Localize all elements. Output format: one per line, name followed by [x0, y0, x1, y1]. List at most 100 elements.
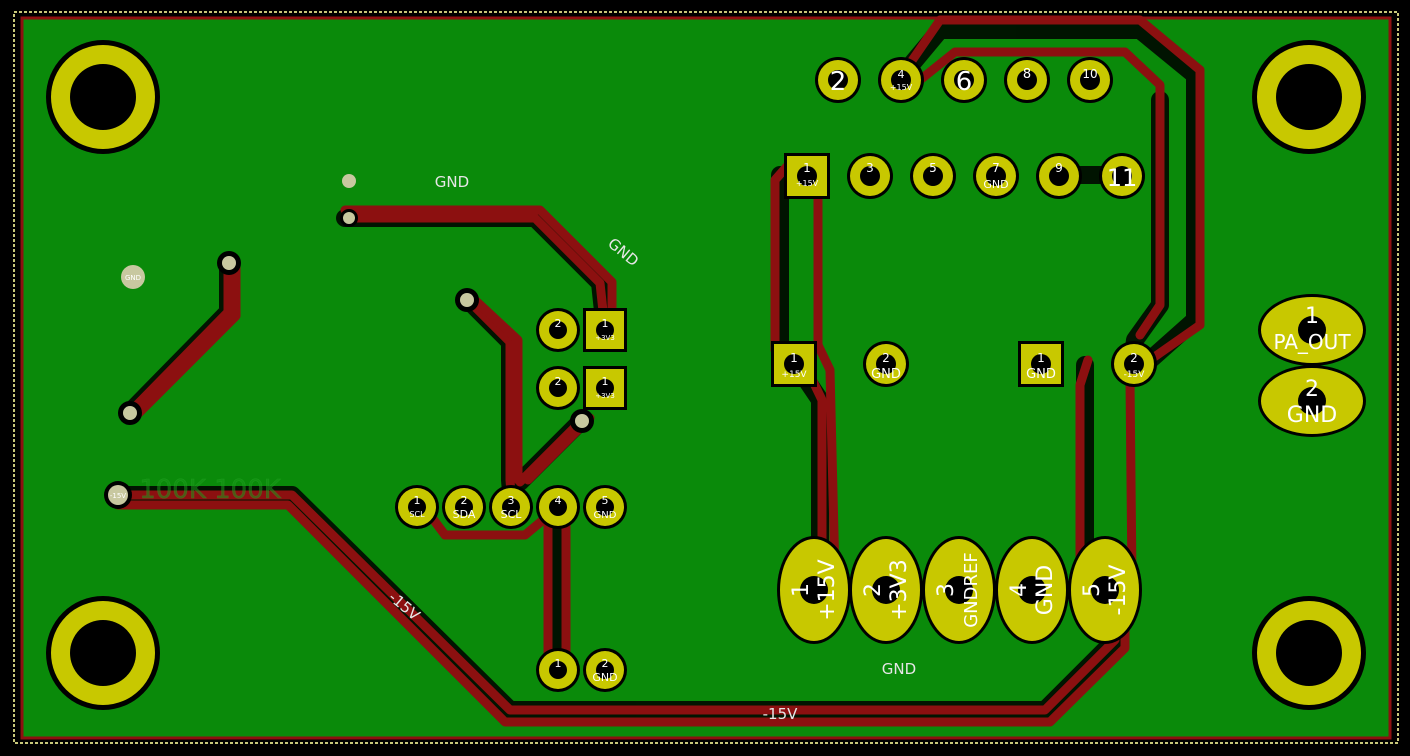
pin-number: 2 [1305, 377, 1319, 402]
net-label-neg15-bottom: -15V [763, 705, 798, 723]
pin-net: SCL [409, 510, 425, 519]
pad-number: 1 [555, 657, 562, 670]
pad-number: 1 [790, 351, 798, 365]
pad-net: GND [871, 367, 901, 382]
pin-number: 3 [934, 583, 959, 597]
pin-net: +15V [815, 559, 840, 620]
pin-number: 2 [861, 583, 886, 597]
pin-number: 10 [1082, 67, 1097, 81]
pin-number: 5 [1080, 583, 1105, 597]
via [222, 256, 236, 270]
mounting-holes [46, 40, 1366, 710]
pin-number: 2 [461, 494, 468, 507]
pin-number: 1 [803, 161, 811, 175]
pin-number: 3 [508, 494, 515, 507]
jumper-pad: 2 [536, 366, 580, 410]
pad-net: GND [592, 671, 617, 684]
pin-number: 4 [898, 68, 905, 81]
pad: 1 [536, 648, 580, 692]
net-label-gnd-top: GND [435, 173, 469, 191]
pad-net: GND [1026, 367, 1056, 382]
u1-bottom-row: 1 +15V 3 5 7 GND 9 11 [784, 153, 1145, 199]
pin-pad: 6 [941, 57, 987, 103]
output-connector: 1 PA_OUT 2 GND [1258, 294, 1366, 437]
jumper-pad-square: 1 +3V3 [583, 308, 627, 352]
pin-pad: 2 [815, 57, 861, 103]
output-pin: 2 GND [1258, 365, 1366, 437]
pad-number: 2 [602, 657, 609, 670]
pin-pad: 4 +15V [878, 57, 924, 103]
bottom-pad-pair: 1 2 GND [536, 648, 627, 692]
net-label-gnd-bottom: GND [882, 660, 916, 678]
pin-net: GND [594, 510, 617, 521]
pin-number: 3 [866, 161, 874, 175]
pin-pad: 7 GND [973, 153, 1019, 199]
via [575, 414, 589, 428]
pad-number: 2 [1130, 351, 1138, 365]
pad-number: 1 [602, 317, 609, 330]
power-connector: 1 +15V 2 +3V3 3 GNDREF 4 GND 5 -15V [777, 536, 1142, 644]
pad-number: 2 [555, 317, 562, 330]
pin-pad: 8 [1004, 57, 1050, 103]
silk-ghost-100k: 100K 100K [139, 475, 282, 505]
pin-net: PA_OUT [1273, 330, 1351, 354]
pin-pad: 10 [1067, 57, 1113, 103]
pad-number: 1 [602, 375, 609, 388]
power-pin: 4 GND [995, 536, 1069, 644]
pin-pad: 11 [1099, 153, 1145, 199]
pin-number: 1 [789, 583, 814, 597]
pin-net: +15V [890, 83, 913, 92]
pin-number: 1 [414, 494, 421, 507]
header-pin: 4 [536, 485, 580, 529]
via [342, 174, 356, 188]
pad-net: +15V [781, 370, 807, 380]
pin-pad-square: 1 +15V [784, 153, 830, 199]
pin-pad: 9 [1036, 153, 1082, 199]
pad-number: 2 [555, 375, 562, 388]
pin-number: 6 [956, 67, 973, 97]
mounting-hole-top-left [46, 40, 160, 154]
power-pin: 2 +3V3 [849, 536, 923, 644]
power-pin: 1 +15V [777, 536, 851, 644]
via-gnd [121, 265, 145, 289]
header-pin: 1 SCL [395, 485, 439, 529]
header-pin: 5 GND [583, 485, 627, 529]
pin-net: -15V [1106, 565, 1131, 616]
cap-pad: 2 GND [863, 341, 909, 387]
jumper-pads: 2 1 +3V3 2 1 +3V3 [536, 308, 627, 410]
pad-number: 2 [882, 351, 890, 365]
mid-capacitors: 1 +15V 2 GND 1 GND 2 -15V [771, 341, 1157, 387]
board-outline-outer [13, 11, 1399, 744]
header-pin: 2 SDA [442, 485, 486, 529]
output-pin: 1 PA_OUT [1258, 294, 1366, 366]
power-pin: 5 -15V [1068, 536, 1142, 644]
pad-net: +3V3 [595, 392, 615, 400]
power-pin: 3 GNDREF [922, 536, 996, 644]
pin-number: 5 [602, 494, 609, 507]
pin-pad: 3 [847, 153, 893, 199]
via [343, 212, 355, 224]
via-neg15 [108, 485, 128, 505]
pin-net: GND [983, 178, 1008, 191]
ground-pour [20, 16, 1392, 740]
via-neg15-label: -15V [110, 492, 126, 500]
pin-net: GND [1287, 403, 1337, 428]
pad-net: -15V [1124, 370, 1146, 380]
pad-net: +3V3 [595, 334, 615, 342]
jumper-pad: 2 [536, 308, 580, 352]
pin-number: 5 [929, 161, 937, 175]
pin-number: 7 [992, 161, 1000, 175]
pin-net: +15V [796, 179, 819, 188]
pin-net: SDA [453, 508, 476, 521]
vias: GND -15V [104, 174, 594, 509]
pin-net: SCL [501, 508, 523, 521]
u1-top-row: 2 4 +15V 6 8 10 [815, 57, 1113, 103]
cap-pad-square: 1 +15V [771, 341, 817, 387]
pin-net: GND [1033, 565, 1058, 615]
pad-number: 1 [1037, 351, 1045, 365]
jumper-pad-square: 1 +3V3 [583, 366, 627, 410]
pin-number: 1 [1305, 304, 1319, 329]
mounting-hole-bottom-left [46, 596, 160, 710]
cap-pad: 2 -15V [1111, 341, 1157, 387]
